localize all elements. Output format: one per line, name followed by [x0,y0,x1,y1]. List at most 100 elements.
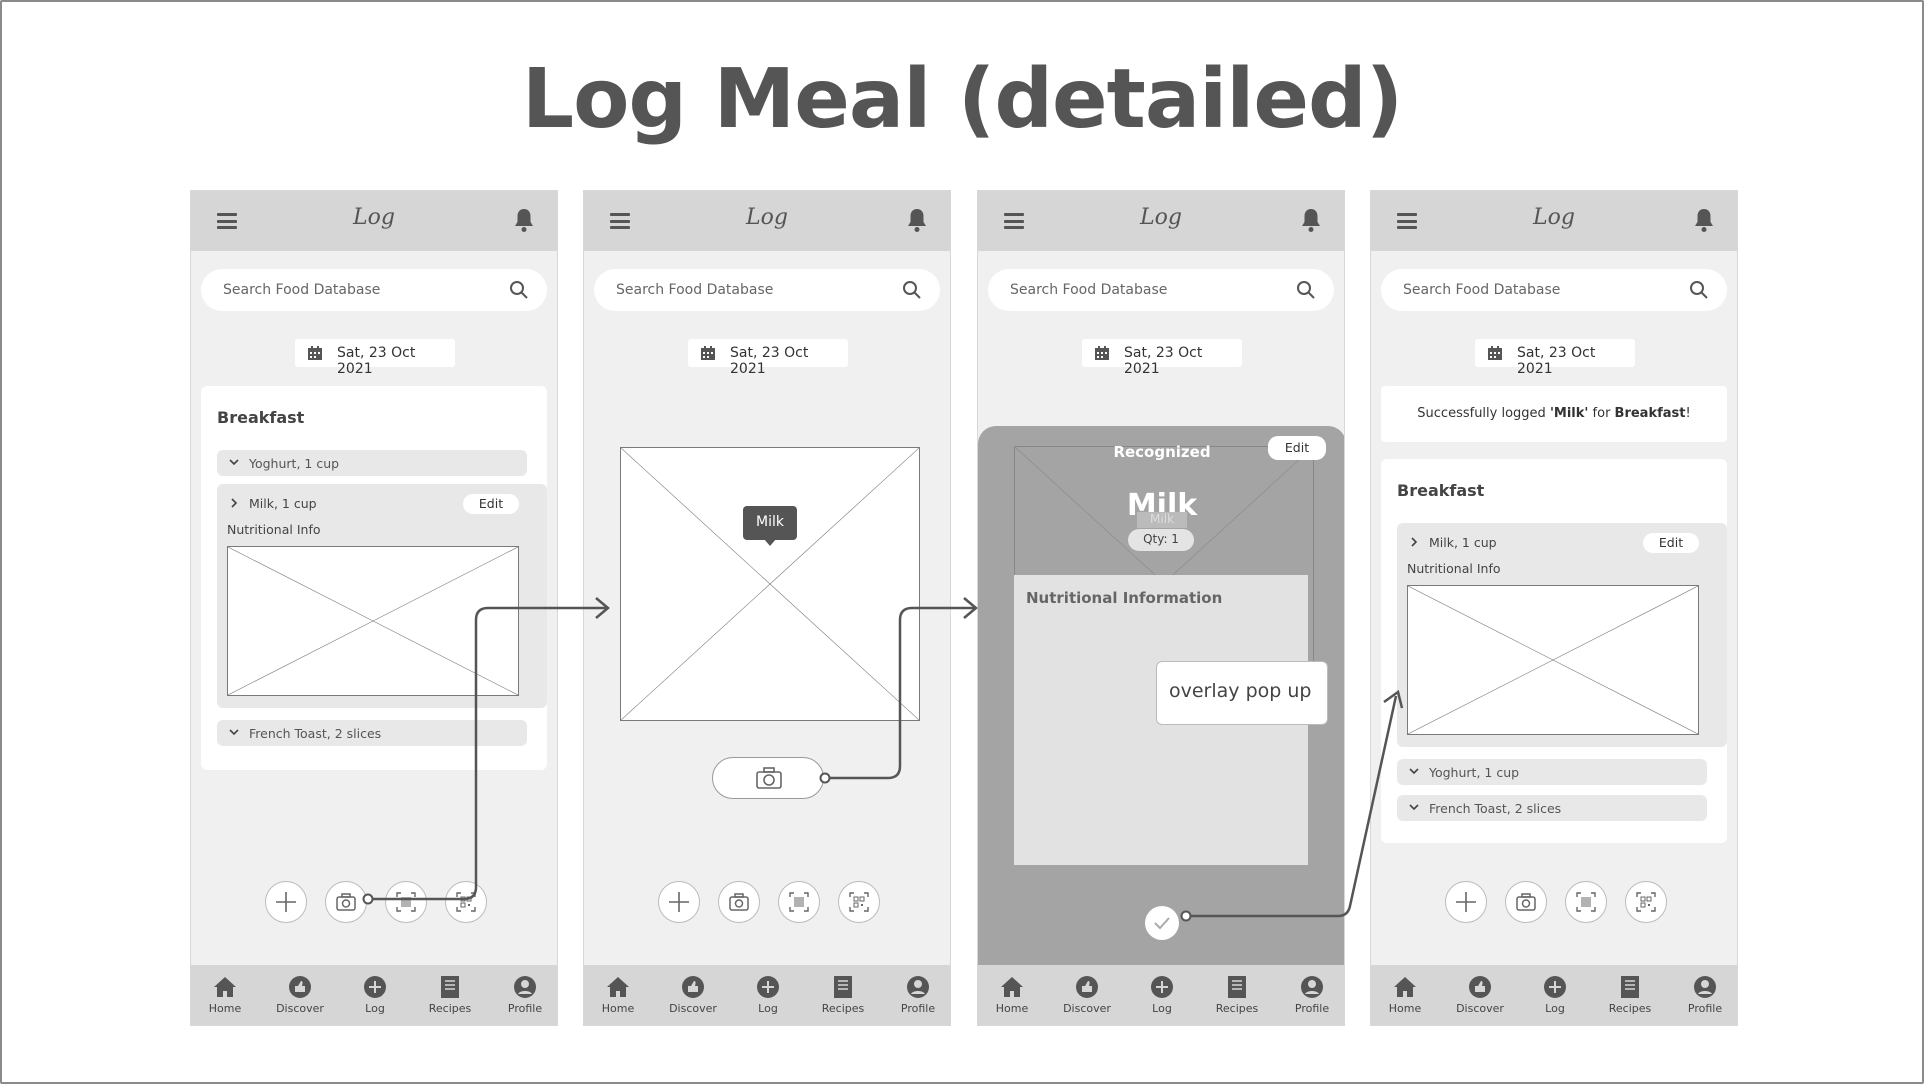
nav-home[interactable]: Home [982,975,1042,1015]
edit-button[interactable]: Edit [463,494,519,514]
camera-button[interactable] [325,881,367,923]
list-item-french-toast[interactable]: French Toast, 2 slices [217,720,527,746]
nav-home[interactable]: Home [588,975,648,1015]
nav-label: Home [208,1002,242,1015]
date-picker[interactable]: Sat, 23 Oct 2021 [688,339,848,377]
nav-label: Home [1388,1002,1422,1015]
date-picker[interactable]: Sat, 23 Oct 2021 [295,339,455,377]
nav-log[interactable]: Log [345,975,405,1015]
nav-discover[interactable]: Discover [1450,975,1510,1015]
edit-button[interactable]: Edit [1643,533,1699,553]
breakfast-card: Breakfast Milk, 1 cup Edit Nutritional I… [1381,459,1727,843]
phone-screen-log-list: Log Search Food Database Sat, 23 Oct 202… [190,190,558,1026]
qr-scan-button[interactable] [1625,881,1667,923]
calendar-icon [1095,346,1109,360]
arrowhead-2 [963,597,978,619]
nav-discover[interactable]: Discover [663,975,723,1015]
nav-recipes[interactable]: Recipes [1207,975,1267,1015]
calendar-icon [701,346,715,360]
nav-profile[interactable]: Profile [888,975,948,1015]
barcode-button[interactable] [1565,881,1607,923]
nav-recipes[interactable]: Recipes [420,975,480,1015]
nav-label: Log [758,1002,778,1015]
camera-button[interactable] [1505,881,1547,923]
barcode-button[interactable] [778,881,820,923]
bell-icon[interactable] [513,207,535,233]
user-icon [1694,976,1716,998]
nav-log[interactable]: Log [738,975,798,1015]
chevron-down-icon [229,459,239,466]
recognition-overlay: Recognized Edit Milk Milk Qty: 1 Nutriti… [978,426,1344,1025]
nav-label: Discover [1063,1002,1111,1015]
breakfast-card: Breakfast Yoghurt, 1 cup Milk, 1 cup Edi… [201,386,547,770]
barcode-button[interactable] [385,881,427,923]
search-icon[interactable] [1689,280,1709,300]
nav-label: Discover [276,1002,324,1015]
plus-icon [1456,892,1476,912]
search-bar[interactable]: Search Food Database [594,269,940,311]
search-bar[interactable]: Search Food Database [988,269,1334,311]
list-item-yoghurt[interactable]: Yoghurt, 1 cup [217,450,527,476]
nav-label: Recipes [1215,1002,1259,1015]
bell-icon[interactable] [1300,207,1322,233]
date-picker[interactable]: Sat, 23 Oct 2021 [1475,339,1635,377]
qr-scan-button[interactable] [838,881,880,923]
book-icon [834,976,852,998]
bell-icon[interactable] [906,207,928,233]
nav-discover[interactable]: Discover [1057,975,1117,1015]
date-picker[interactable]: Sat, 23 Oct 2021 [1082,339,1242,377]
list-item-milk-expanded[interactable]: Milk, 1 cup Edit Nutritional Info [1397,523,1727,747]
menu-icon[interactable] [610,213,630,229]
chevron-down-icon [1409,804,1419,811]
nav-home[interactable]: Home [1375,975,1435,1015]
nav-home[interactable]: Home [195,975,255,1015]
nav-log[interactable]: Log [1525,975,1585,1015]
plus-icon [669,892,689,912]
list-item-milk-expanded[interactable]: Milk, 1 cup Edit Nutritional Info [217,484,547,708]
barcode-icon [396,892,416,912]
search-bar[interactable]: Search Food Database [1381,269,1727,311]
menu-icon[interactable] [1397,213,1417,229]
nav-profile[interactable]: Profile [495,975,555,1015]
bottom-nav: Home Discover Log Recipes Profile [191,965,557,1025]
chevron-down-icon [1409,768,1419,775]
calendar-icon [1488,346,1502,360]
menu-icon[interactable] [217,213,237,229]
book-icon [1621,976,1639,998]
add-button[interactable] [658,881,700,923]
nav-discover[interactable]: Discover [270,975,330,1015]
edit-button[interactable]: Edit [1268,436,1326,460]
thumbs-up-icon [1076,976,1098,998]
add-button[interactable] [265,881,307,923]
nav-recipes[interactable]: Recipes [1600,975,1660,1015]
nav-log[interactable]: Log [1132,975,1192,1015]
phone-screen-logged-success: Log Search Food Database Sat, 23 Oct 202… [1370,190,1738,1026]
camera-icon [1516,893,1536,911]
search-icon[interactable] [1296,280,1316,300]
capture-button[interactable] [712,757,824,799]
nav-recipes[interactable]: Recipes [813,975,873,1015]
quantity-badge[interactable]: Qty: 1 [1128,529,1194,551]
menu-icon[interactable] [1004,213,1024,229]
search-bar[interactable]: Search Food Database [201,269,547,311]
nav-label: Profile [1294,1002,1330,1015]
camera-button[interactable] [718,881,760,923]
list-item-yoghurt[interactable]: Yoghurt, 1 cup [1397,759,1707,785]
list-item-french-toast[interactable]: French Toast, 2 slices [1397,795,1707,821]
book-icon [441,976,459,998]
confirm-button[interactable] [1145,906,1179,940]
search-icon[interactable] [509,280,529,300]
bell-icon[interactable] [1693,207,1715,233]
nav-profile[interactable]: Profile [1282,975,1342,1015]
add-button[interactable] [1445,881,1487,923]
camera-icon [756,767,782,789]
nav-profile[interactable]: Profile [1675,975,1735,1015]
search-icon[interactable] [902,280,922,300]
app-logo: Log [353,205,395,230]
search-placeholder: Search Food Database [616,282,774,298]
page-title: Log Meal (detailed) [521,52,1403,147]
qr-scan-button[interactable] [445,881,487,923]
nav-label: Recipes [428,1002,472,1015]
nav-label: Recipes [1608,1002,1652,1015]
bottom-nav: Home Discover Log Recipes Profile [584,965,950,1025]
